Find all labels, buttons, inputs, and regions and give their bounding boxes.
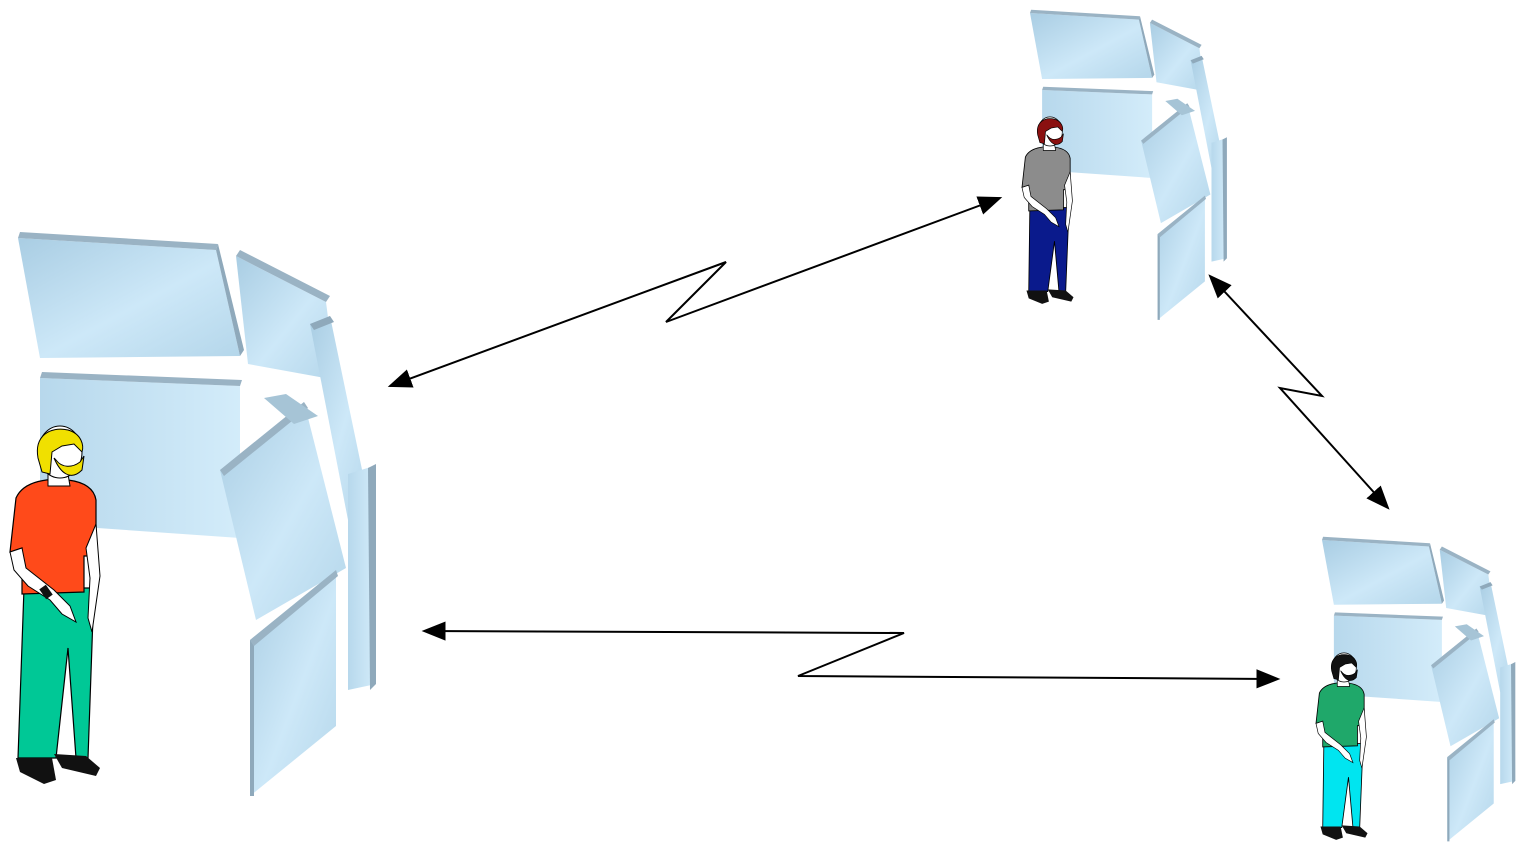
shirt bbox=[1021, 146, 1071, 212]
station-bottom-right bbox=[1315, 536, 1516, 842]
pants bbox=[1322, 743, 1364, 829]
hair bbox=[1331, 654, 1358, 681]
shirt bbox=[1315, 682, 1365, 748]
link-left-bottom-right bbox=[421, 621, 1281, 689]
station-top-right bbox=[1021, 9, 1227, 320]
person-top-right bbox=[1021, 116, 1074, 304]
hair bbox=[36, 428, 84, 475]
person-left bbox=[9, 425, 101, 784]
link-top-right-bottom-right bbox=[1208, 274, 1390, 510]
person-bottom-right bbox=[1315, 652, 1368, 840]
pants bbox=[17, 587, 95, 759]
station-left bbox=[9, 232, 376, 796]
shirt bbox=[9, 478, 97, 595]
pants bbox=[1028, 207, 1070, 293]
hair bbox=[1037, 118, 1064, 145]
links bbox=[387, 196, 1390, 689]
link-left-top-right bbox=[387, 196, 1003, 388]
